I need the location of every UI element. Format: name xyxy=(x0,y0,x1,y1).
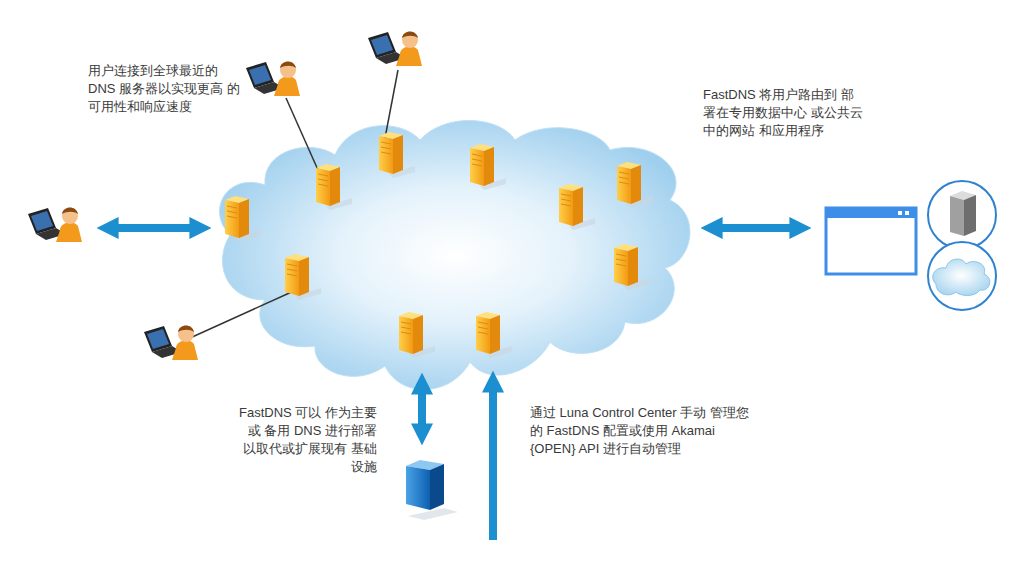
annotation-text: FastDNS 将用户路由到 部署在专用数据中心 或公共云中的网站 和应用程序 xyxy=(703,86,863,140)
network-cloud xyxy=(220,120,690,389)
annotation-text: FastDNS 可以 作为主要或 备用 DNS 进行部署 以取代或扩展现有 基础… xyxy=(232,404,377,476)
user-laptop xyxy=(28,32,422,360)
annotation-text: 通过 Luna Control Center 手动 管理您的 FastDNS 配… xyxy=(530,404,752,458)
data-center-icon xyxy=(928,181,996,249)
website-window xyxy=(826,208,916,274)
existing-dns-server xyxy=(406,460,458,520)
connection-line xyxy=(190,70,398,338)
flow-arrow xyxy=(112,228,796,540)
annotation-text: 用户连接到全球最近的 DNS 服务器以实现更高 的可用性和响应速度 xyxy=(88,62,246,116)
edge-server xyxy=(225,132,653,358)
public-cloud-icon xyxy=(928,242,996,310)
